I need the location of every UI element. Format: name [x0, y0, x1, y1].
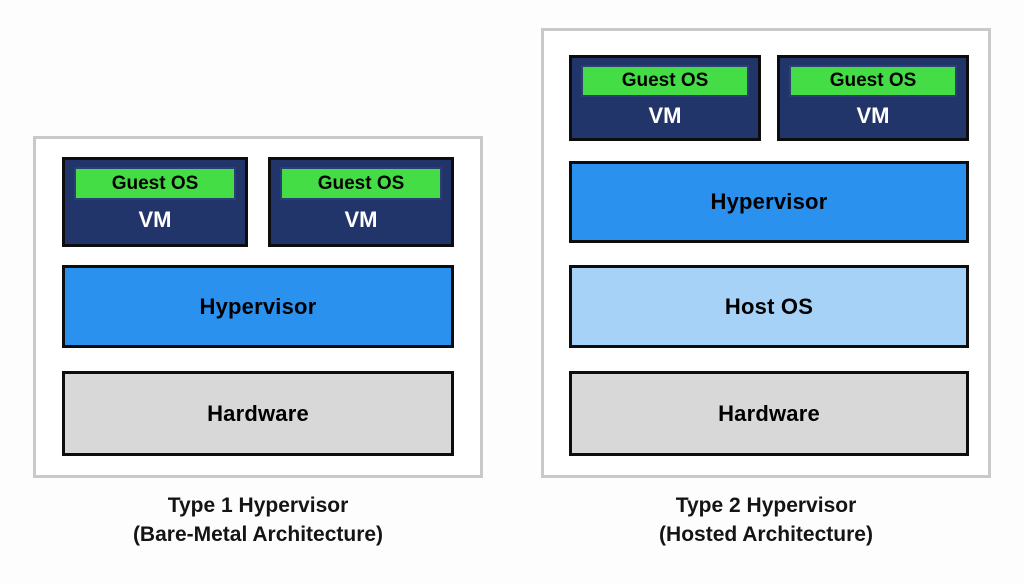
type1-layer-hardware: Hardware	[62, 371, 454, 456]
type2-vm-label-2: VM	[856, 103, 890, 128]
type1-layer-hypervisor: Hypervisor	[62, 265, 454, 348]
type1-caption-line-1: Type 1 Hypervisor	[167, 494, 349, 517]
type2-vm-label-1: VM	[648, 103, 682, 128]
type2-vm-box-1: Guest OS VM	[569, 55, 761, 141]
type2-layer-hypervisor: Hypervisor	[569, 161, 969, 243]
type2-layer-host-os: Host OS	[569, 265, 969, 348]
type2-guest-os-1: Guest OS	[581, 65, 749, 97]
type2-guest-os-2: Guest OS	[789, 65, 957, 97]
type2-caption: Type 2 Hypervisor (Hosted Architecture)	[541, 492, 991, 550]
type1-vm-label-1: VM	[138, 207, 172, 232]
type1-vm-box-1: Guest OS VM	[62, 157, 248, 247]
type1-caption-line-2: (Bare-Metal Architecture)	[132, 522, 384, 546]
type1-caption: Type 1 Hypervisor (Bare-Metal Architectu…	[33, 492, 483, 550]
type1-vm-box-2: Guest OS VM	[268, 157, 454, 247]
type1-vm-label-2: VM	[344, 207, 378, 232]
type2-layer-hardware: Hardware	[569, 371, 969, 456]
type2-caption-line-2: (Hosted Architecture)	[659, 522, 873, 546]
type2-vm-box-2: Guest OS VM	[777, 55, 969, 141]
type1-guest-os-2: Guest OS	[280, 167, 442, 200]
type2-caption-line-1: Type 2 Hypervisor	[675, 494, 857, 517]
type1-guest-os-1: Guest OS	[74, 167, 236, 200]
